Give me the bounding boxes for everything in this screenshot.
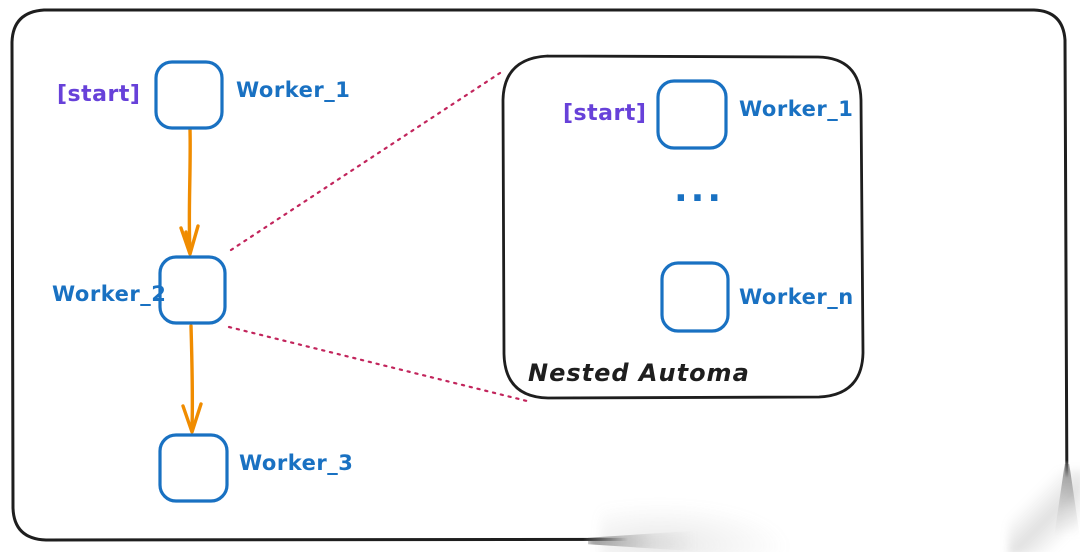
arrow-worker1-to-worker2 <box>179 127 200 256</box>
nested-link-bottom <box>227 325 529 403</box>
nested-automa-title: Nested Automa <box>528 359 750 387</box>
nested-worker-n-node <box>660 261 730 333</box>
worker3-node <box>158 433 229 503</box>
nested-automa-frame <box>501 54 865 400</box>
nested-start-tag: [start] <box>563 101 647 126</box>
worker2-label: Worker_2 <box>52 282 167 306</box>
worker2-node <box>158 255 227 325</box>
worker1-node <box>154 60 224 130</box>
worker3-label: Worker_3 <box>239 451 354 475</box>
arrow-worker2-to-worker3 <box>181 324 203 434</box>
start-tag: [start] <box>57 82 141 107</box>
worker1-label: Worker_1 <box>236 78 351 102</box>
nested-ellipsis: ... <box>674 169 725 210</box>
nested-worker1-label: Worker_1 <box>739 97 854 121</box>
nested-worker1-node <box>656 79 728 150</box>
nested-link-top <box>229 71 502 252</box>
nested-worker-n-label: Worker_n <box>739 285 854 309</box>
